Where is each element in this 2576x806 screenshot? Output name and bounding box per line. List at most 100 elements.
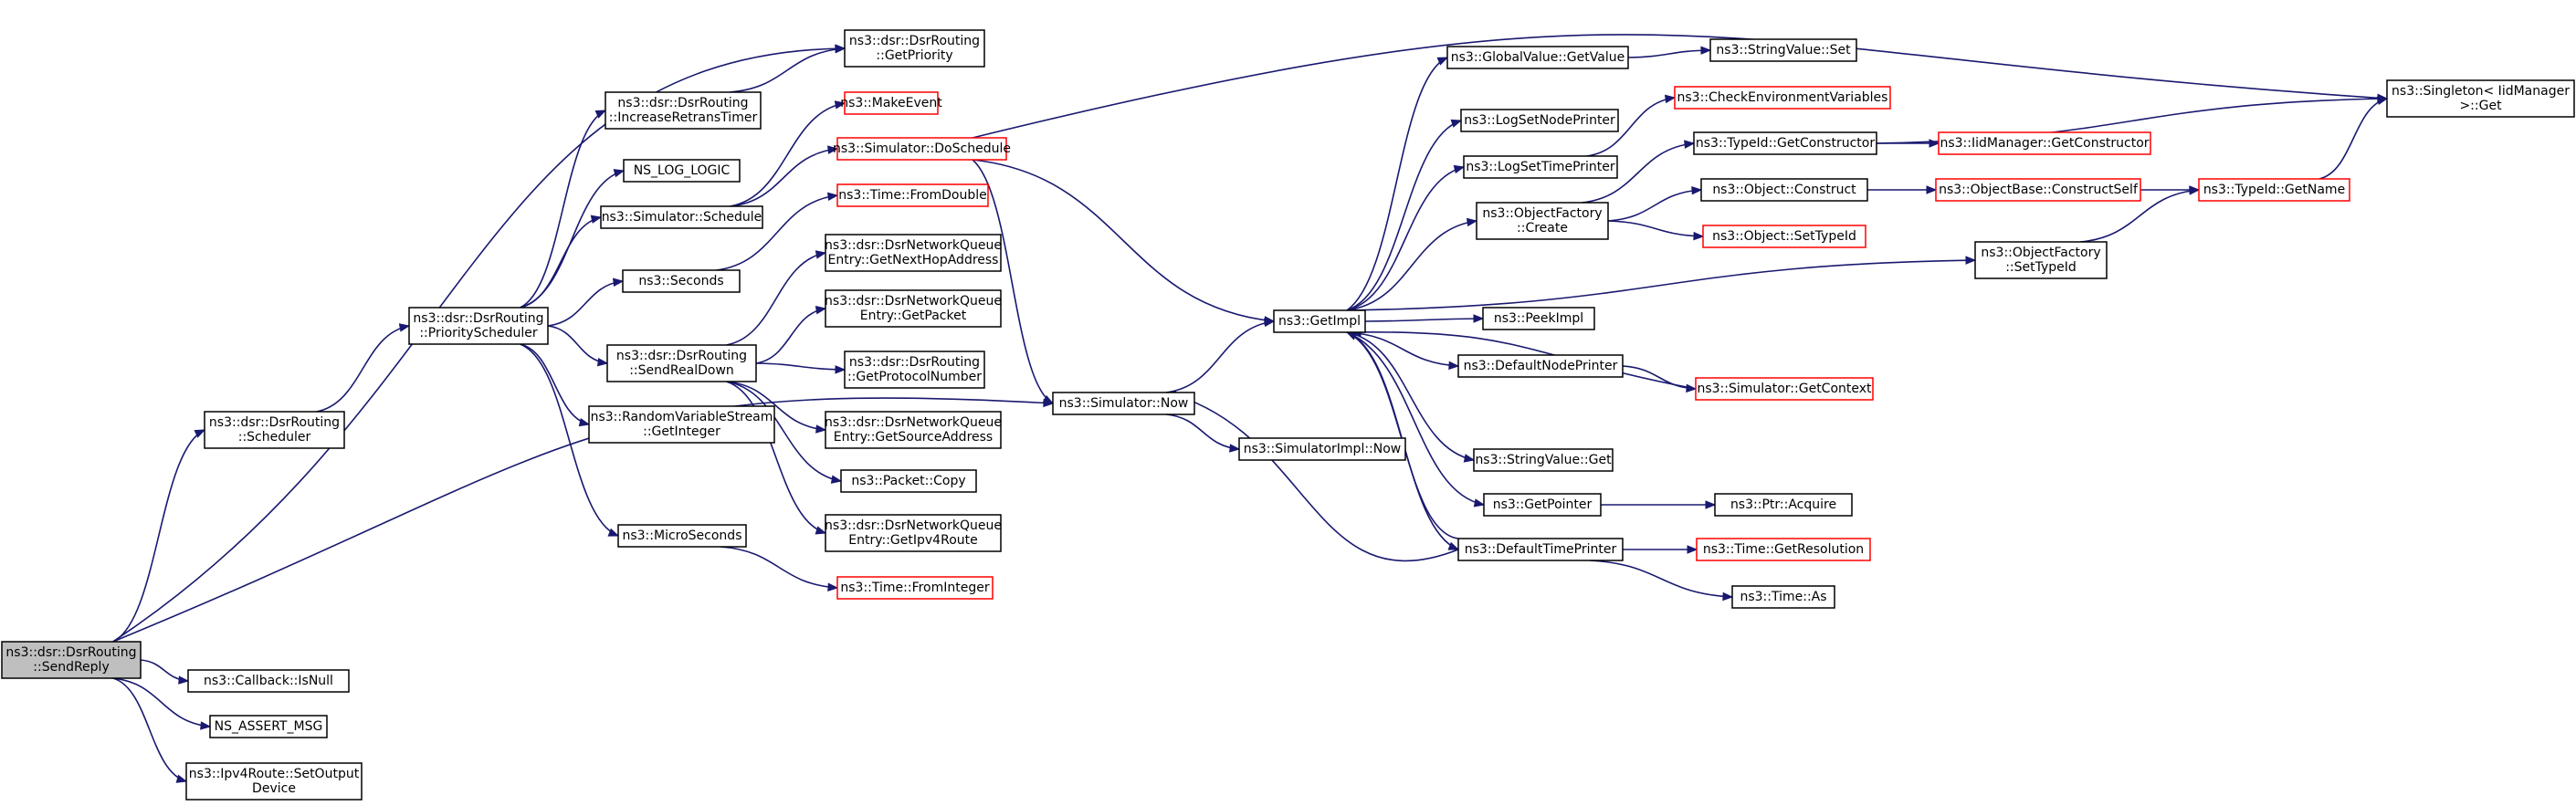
node-stringvalue-get[interactable]: ns3::StringValue::Get — [1473, 448, 1614, 472]
node-ns-assert-msg[interactable]: NS_ASSERT_MSG — [209, 715, 328, 738]
node-globalvalue-getvalue[interactable]: ns3::GlobalValue::GetValue — [1446, 46, 1629, 69]
node-increase-retrans[interactable]: ns3::dsr::DsrRouting::IncreaseRetransTim… — [605, 91, 762, 130]
edge-send-reply-to-callback-isnull — [140, 659, 190, 685]
edge-send-real-down-to-get-protocol — [755, 362, 846, 374]
edge-sim-schedule-to-sim-doschedule — [730, 145, 839, 207]
node-get-source[interactable]: ns3::dsr::DsrNetworkQueueEntry::GetSourc… — [825, 411, 1002, 449]
edge-arrowhead — [594, 110, 607, 119]
node-label: ::Scheduler — [238, 430, 311, 445]
node-label: ns3::Object::SetTypeId — [1712, 229, 1856, 244]
edge-line — [520, 110, 606, 309]
node-typeid-getconstructor[interactable]: ns3::TypeId::GetConstructor — [1693, 131, 1877, 155]
node-time-as[interactable]: ns3::Time::As — [1731, 585, 1835, 609]
edge-line — [716, 194, 838, 271]
node-box — [1935, 178, 2141, 202]
node-time-getresolution[interactable]: ns3::Time::GetResolution — [1696, 538, 1871, 561]
node-priority-scheduler[interactable]: ns3::dsr::DsrRouting::PriorityScheduler — [408, 307, 549, 345]
node-seconds[interactable]: ns3::Seconds — [622, 269, 741, 293]
node-peekimpl[interactable]: ns3::PeekImpl — [1482, 307, 1595, 330]
edge-line — [112, 677, 211, 727]
node-objfactory-create[interactable]: ns3::ObjectFactory::Create — [1476, 202, 1609, 240]
edge-objfactory-create-to-object-settypeid — [1607, 220, 1705, 241]
node-box — [1693, 131, 1877, 155]
node-box — [825, 514, 1002, 552]
node-get-next-hop[interactable]: ns3::dsr::DsrNetworkQueueEntry::GetNextH… — [825, 234, 1002, 272]
edge-sim-now-to-getimpl — [1165, 318, 1276, 393]
node-ns-log-logic[interactable]: NS_LOG_LOGIC — [623, 159, 741, 183]
node-get-ipv4route[interactable]: ns3::dsr::DsrNetworkQueueEntry::GetIpv4R… — [825, 514, 1002, 552]
node-objectbase-constructself[interactable]: ns3::ObjectBase::ConstructSelf — [1935, 178, 2141, 202]
edge-arrowhead — [607, 528, 620, 537]
node-get-priority[interactable]: ns3::dsr::DsrRouting::GetPriority — [844, 29, 985, 68]
node-label: ns3::GetImpl — [1278, 314, 1361, 329]
node-sim-getcontext[interactable]: ns3::Simulator::GetContext — [1695, 377, 1874, 401]
node-defaulttime-printer[interactable]: ns3::DefaultTimePrinter — [1457, 538, 1624, 561]
node-stringvalue-set[interactable]: ns3::StringValue::Set — [1709, 38, 1857, 62]
node-objfactory-settypeid[interactable]: ns3::ObjectFactory::SetTypeId — [1974, 241, 2108, 279]
node-sim-schedule[interactable]: ns3::Simulator::Schedule — [600, 205, 763, 229]
edge-arrowhead — [1722, 591, 1734, 602]
node-get-protocol[interactable]: ns3::dsr::DsrRouting::GetProtocolNumber — [844, 351, 985, 389]
node-label: NS_LOG_LOGIC — [634, 163, 731, 178]
edge-line — [520, 343, 590, 425]
node-label: ns3::Simulator::GetContext — [1697, 382, 1872, 396]
node-logtime-printer[interactable]: ns3::LogSetTimePrinter — [1463, 155, 1618, 179]
node-box — [605, 91, 762, 130]
edge-line — [112, 47, 846, 643]
node-send-real-down[interactable]: ns3::dsr::DsrRouting::SendRealDown — [606, 344, 757, 382]
edge-line — [1346, 220, 1477, 311]
node-getpointer[interactable]: ns3::GetPointer — [1483, 493, 1602, 517]
edge-line — [1351, 331, 1697, 390]
node-time-frominteger[interactable]: ns3::Time::FromInteger — [836, 576, 994, 600]
node-get-packet[interactable]: ns3::dsr::DsrNetworkQueueEntry::GetPacke… — [825, 289, 1002, 328]
node-label: ns3::SimulatorImpl::Now — [1244, 442, 1402, 456]
node-label: ::GetPriority — [876, 48, 952, 63]
node-rvs-getinteger[interactable]: ns3::RandomVariableStream::GetInteger — [588, 405, 775, 444]
node-label: Entry::GetIpv4Route — [848, 533, 977, 548]
node-object-settypeid[interactable]: ns3::Object::SetTypeId — [1702, 225, 1866, 248]
node-simimpl-now[interactable]: ns3::SimulatorImpl::Now — [1238, 437, 1406, 461]
node-getimpl[interactable]: ns3::GetImpl — [1273, 309, 1366, 333]
node-sim-doschedule[interactable]: ns3::Simulator::DoSchedule — [833, 137, 1011, 161]
node-sim-now[interactable]: ns3::Simulator::Now — [1052, 392, 1195, 415]
node-label: ::IncreaseRetransTimer — [609, 110, 758, 125]
edge-send-reply-to-ipv4route-setoutput — [112, 677, 188, 783]
node-singleton-get[interactable]: ns3::Singleton< IidManager >::Get — [2386, 79, 2575, 118]
edge-line — [1582, 142, 1695, 204]
edge-line — [547, 325, 608, 364]
edge-getimpl-to-lognode-printer — [1346, 119, 1463, 311]
node-scheduler[interactable]: ns3::dsr::DsrRouting::Scheduler — [204, 411, 345, 449]
node-ptr-acquire[interactable]: ns3::Ptr::Acquire — [1714, 493, 1853, 517]
node-object-construct[interactable]: ns3::Object::Construct — [1700, 178, 1868, 202]
node-check-env[interactable]: ns3::CheckEnvironmentVariables — [1674, 86, 1891, 110]
node-make-event[interactable]: ns3::MakeEvent — [840, 91, 942, 115]
node-label: ns3::Simulator::Now — [1059, 396, 1189, 411]
node-box — [2198, 178, 2350, 202]
node-label: ns3::dsr::DsrNetworkQueue — [825, 294, 1002, 309]
node-typeid-getname[interactable]: ns3::TypeId::GetName — [2198, 178, 2350, 202]
node-lognode-printer[interactable]: ns3::LogSetNodePrinter — [1460, 109, 1619, 132]
edge-line — [972, 34, 2388, 139]
edge-line — [2080, 189, 2200, 243]
node-callback-isnull[interactable]: ns3::Callback::IsNull — [187, 669, 350, 693]
node-label: ns3::ObjectFactory — [1981, 246, 2100, 260]
edge-arrowhead — [830, 475, 843, 484]
edge-getimpl-to-objfactory-settypeid — [1346, 256, 1977, 311]
node-box — [836, 576, 994, 600]
node-packet-copy[interactable]: ns3::Packet::Copy — [840, 469, 977, 493]
node-defaultnode-printer[interactable]: ns3::DefaultNodePrinter — [1457, 354, 1624, 378]
node-box — [617, 524, 747, 548]
edge-arrowhead — [1466, 217, 1478, 227]
edge-line — [1607, 189, 1702, 222]
node-microseconds[interactable]: ns3::MicroSeconds — [617, 524, 747, 548]
node-time-fromdouble[interactable]: ns3::Time::FromDouble — [836, 183, 989, 207]
node-label: ::SendReply — [33, 660, 109, 675]
node-send-reply[interactable]: ns3::dsr::DsrRouting::SendReply — [1, 641, 142, 679]
edge-send-real-down-to-packet-copy — [726, 381, 843, 484]
node-iidmanager-getconstructor[interactable]: ns3::IidManager::GetConstructor — [1938, 131, 2151, 155]
node-label: ns3::Time::FromDouble — [838, 188, 987, 203]
edge-arrowhead — [1687, 545, 1698, 554]
node-label: ns3::Time::FromInteger — [840, 581, 989, 595]
edge-defaulttime-printer-to-getimpl — [1345, 331, 1459, 539]
